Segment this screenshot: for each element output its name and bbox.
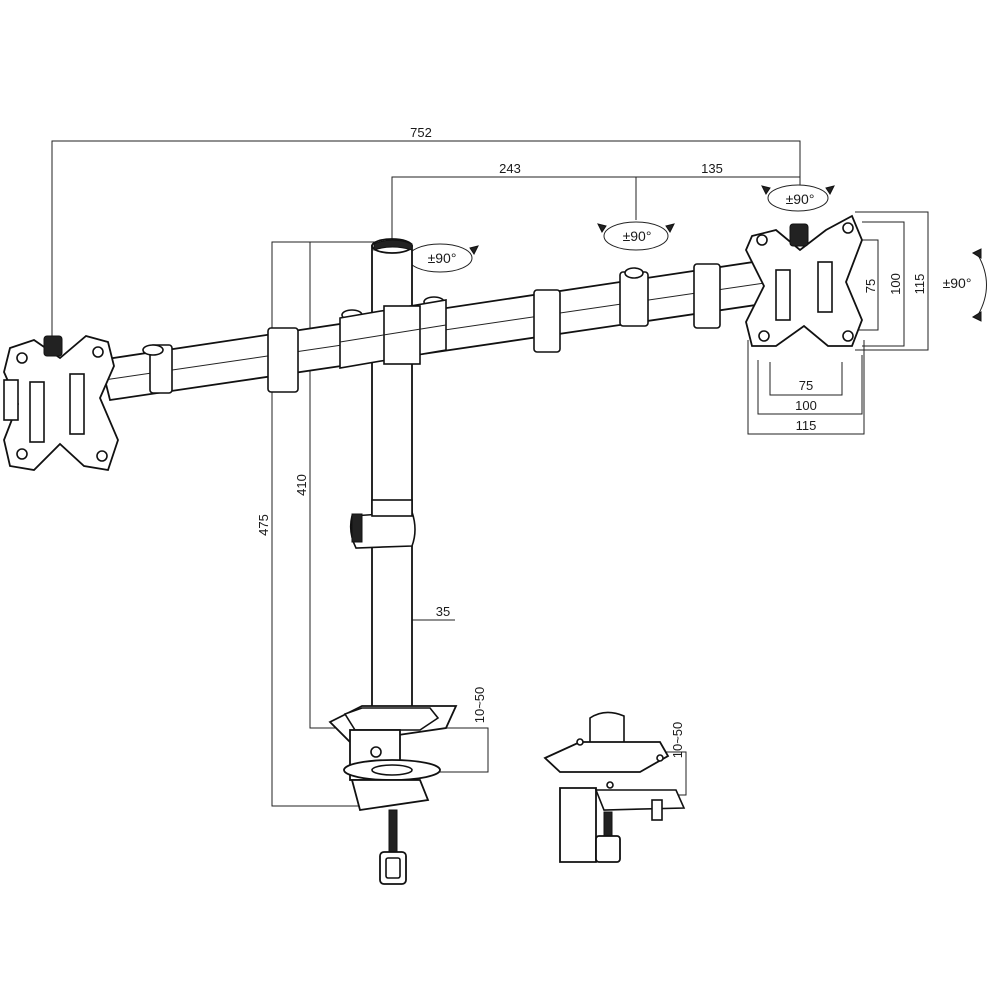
dim-243: 243 [499, 161, 521, 176]
pole-cable-clip [349, 499, 416, 549]
dim-vesa-v-115: 115 [912, 274, 927, 295]
dim-vesa-h-75: 75 [799, 378, 813, 393]
rotation-side: ±90° [943, 248, 987, 322]
right-vesa-plate [745, 214, 863, 347]
dim-vesa-v-75: 75 [863, 279, 878, 293]
dim-752: 752 [410, 125, 432, 140]
dimension-labels: 752 243 135 475 410 35 10~50 10~50 75 10… [256, 125, 927, 758]
rotation-label-head: ±90° [786, 191, 815, 207]
desk-clamp-detached [543, 711, 686, 863]
rotation-arm-joint: ±90° [597, 221, 675, 251]
rotation-label-arm: ±90° [623, 228, 652, 244]
dim-vesa-h-100: 100 [795, 398, 817, 413]
dim-410: 410 [294, 474, 309, 496]
rotation-label-side: ±90° [943, 275, 972, 291]
rotation-head-tilt: ±90° [761, 184, 835, 212]
dim-35: 35 [436, 604, 450, 619]
dim-vesa-v-100: 100 [888, 273, 903, 295]
pole-hub [339, 299, 447, 369]
dim-475: 475 [256, 514, 271, 536]
dim-vesa-h-115: 115 [796, 418, 817, 433]
dim-clamp-a: 10~50 [472, 687, 487, 724]
dim-135: 135 [701, 161, 723, 176]
cable-clips [149, 263, 721, 394]
rotation-label-pole: ±90° [428, 250, 457, 266]
rotation-pole-top: ±90° [407, 243, 479, 273]
dim-clamp-b: 10~50 [670, 722, 685, 759]
left-vesa-plate [3, 335, 119, 472]
desk-clamp-assembled [328, 705, 458, 885]
